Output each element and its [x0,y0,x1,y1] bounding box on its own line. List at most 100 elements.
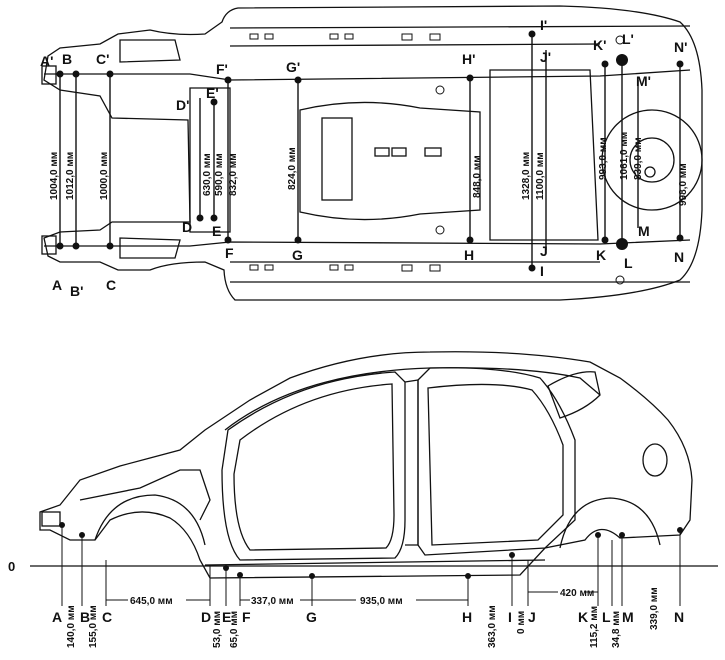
rear-door-opening-inner [427,383,564,546]
dim-CC: 1000,0 мм [99,152,110,200]
label-K-prime-top: K' [593,37,606,53]
rear-wheel-arch [559,497,661,549]
front-door-opening [221,371,406,561]
side-label-A: A [52,609,62,625]
label-N-top: N [674,249,684,265]
height-A: 140,0 мм [66,605,77,648]
label-C-prime-top: C' [96,51,109,67]
top-dimension-lines [59,34,681,268]
front-side-bracket [41,511,61,527]
spacing-CD: 645,0 мм [130,596,173,607]
side-spacing-labels: 645,0 мм 337,0 мм 935,0 мм 420 мм [130,588,594,607]
spare-wheel-well-inner [629,137,675,183]
spare-wheel-well [601,109,703,211]
side-label-H: H [462,609,472,625]
rail-upper [44,69,691,81]
label-M-prime-top: M' [636,73,651,89]
side-label-J: J [528,609,536,625]
rear-hole [644,166,656,178]
tail-light [642,443,668,477]
side-point-labels: A B C D E F G H I J K L M N [52,609,684,625]
label-H-prime-top: H' [462,51,475,67]
label-E-prime-top: E' [206,85,219,101]
dim-DD: 630,0 мм [202,153,213,196]
front-detail [119,39,181,63]
side-label-G: G [306,609,317,625]
top-dimension-labels: 1004,0 мм 1012,0 мм 1000,0 мм 630,0 мм 5… [49,132,689,206]
label-J-prime-top: J' [540,49,551,65]
side-outline [39,351,693,579]
height-I: 363,0 мм [487,605,498,648]
label-B-top: B [62,51,72,67]
front-bracket-bottom [41,235,57,255]
side-label-C: C [102,609,112,625]
height-E: 65,0 мм [229,611,240,648]
label-A-top: A [52,277,62,293]
label-E-top: E [212,223,221,239]
height-J: 0 мм [516,611,527,634]
top-point-labels: A' B C' F' G' H' I' J' K' L' N' M' D' E'… [40,17,687,299]
front-wheel-arch [94,494,206,546]
side-label-F: F [242,609,251,625]
side-height-labels: 140,0 мм 155,0 мм 53,0 мм 65,0 мм 363,0 … [66,587,660,648]
front-bracket-top [41,65,57,85]
side-spacing-lines [106,591,598,601]
tunnel-slot-2 [391,147,407,157]
underbody-outline [43,5,703,301]
front-door-opening-inner [233,383,395,551]
dim-AA: 1004,0 мм [49,152,60,200]
side-label-K: K [578,609,588,625]
b-pillar [404,379,419,546]
side-label-B: B [80,609,90,625]
label-G-top: G [292,247,303,263]
side-label-N: N [674,609,684,625]
dim-NN: 998,0 мм [678,163,689,206]
label-N-prime-top: N' [674,39,687,55]
spacing-FG: 337,0 мм [251,596,294,607]
label-K-top: K [596,247,606,263]
crossmember-rear [489,69,599,241]
side-view [39,351,693,579]
spacing-JK: 420 мм [560,588,594,599]
zero-label: 0 [8,559,15,574]
dim-II: 1328,0 мм [521,152,532,200]
label-F-prime-top: F' [216,61,228,77]
height-D: 53,0 мм [212,611,223,648]
side-sill [204,559,546,566]
side-label-D: D [201,609,211,625]
tunnel-block [321,117,353,201]
side-label-L: L [602,609,611,625]
tunnel-slot-3 [424,147,442,157]
label-D-top: D [182,219,192,235]
side-label-E: E [222,609,231,625]
sill-line-top [229,25,691,29]
rear-quarter-window [547,371,601,419]
label-L-top: L [624,255,633,271]
crossmember-front [189,87,231,233]
label-L-prime-top: L' [622,31,634,47]
label-F-top: F [225,245,234,261]
side-measure-points [59,522,683,579]
top-measure-points [56,30,684,272]
height-B: 155,0 мм [88,605,99,648]
side-label-I: I [508,609,512,625]
dim-FF: 832,0 мм [228,153,239,196]
floor-holes [249,33,625,285]
label-G-prime-top: G' [286,59,300,75]
dim-KK: 993,0 мм [598,137,609,180]
side-reference-lines [61,525,681,606]
label-I-top: I [540,263,544,279]
tunnel [299,101,481,221]
tunnel-slot-1 [374,147,390,157]
label-H-top: H [464,247,474,263]
height-K: 115,2 мм [589,606,600,648]
front-detail-2 [119,237,181,259]
label-I-prime-top: I' [540,17,547,33]
label-C-top: C [106,277,116,293]
dim-LL: 1061,0 мм [619,132,630,180]
zero-reference: 0 [8,559,718,574]
dim-MM: 839,0 мм [633,137,644,180]
label-M-top: M [638,223,650,239]
